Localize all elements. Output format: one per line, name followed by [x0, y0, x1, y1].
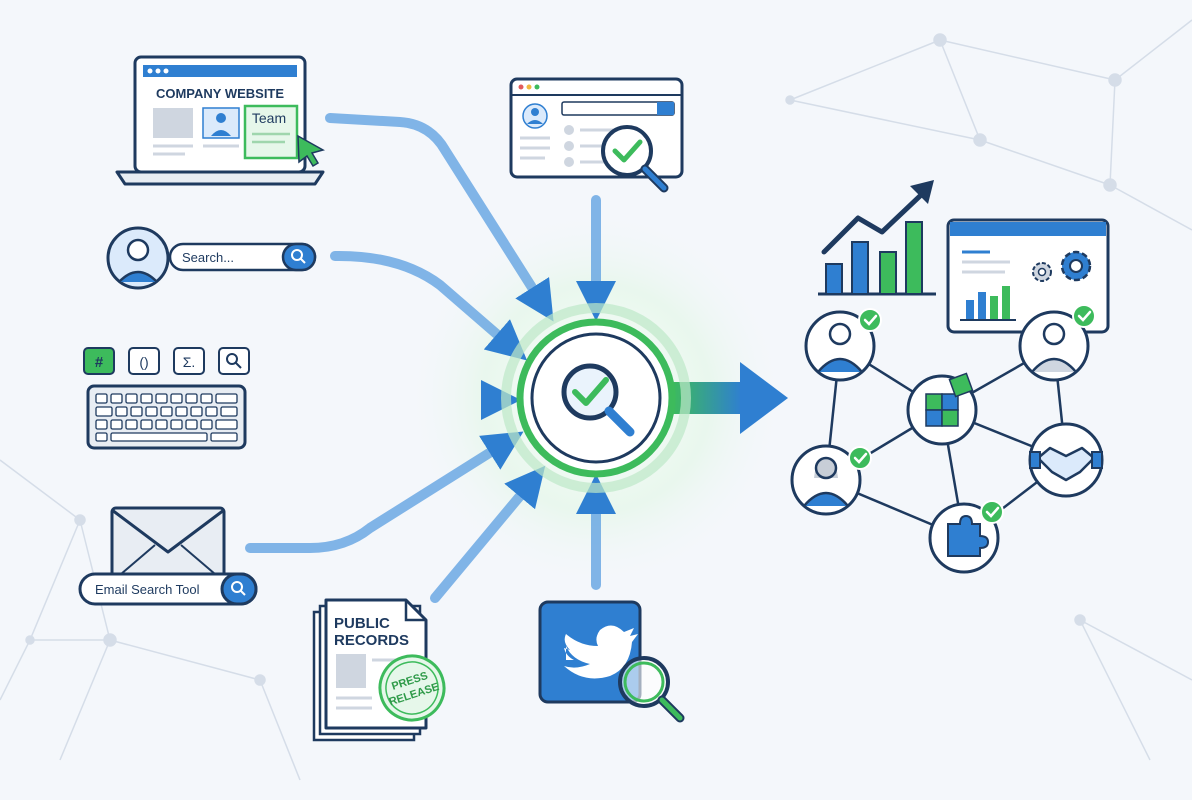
operator-parens	[128, 347, 160, 375]
person-node-3	[790, 444, 862, 516]
operator-sigma	[173, 347, 205, 375]
magnifier-check-icon	[561, 363, 635, 437]
arrow-email	[245, 431, 524, 553]
search-placeholder: Search...	[182, 250, 234, 265]
cursor-icon	[297, 134, 325, 168]
person-node-1	[804, 310, 876, 382]
people-network-icon	[790, 304, 1104, 574]
gear-icon	[1032, 250, 1092, 282]
email-search-button[interactable]	[220, 572, 258, 606]
arrow-search	[330, 250, 528, 361]
growth-chart-icon	[818, 180, 936, 296]
profile-search-icon	[601, 125, 669, 193]
team-tab-label: Team	[252, 110, 286, 126]
check-badge-icon	[848, 446, 872, 470]
records-line2: RECORDS	[334, 632, 409, 649]
email-search-label: Email Search Tool	[95, 582, 200, 597]
public-records-document: PUBLIC RECORDS PRESS RELEASE	[312, 598, 446, 742]
svg-text:(): ()	[139, 354, 148, 370]
central-hub	[501, 303, 691, 493]
person-node-2	[1018, 310, 1090, 382]
team-tab[interactable]	[243, 104, 299, 160]
check-badge-icon	[858, 308, 882, 332]
operator-search-icon	[226, 353, 238, 365]
press-release-stamp: PRESS RELEASE	[378, 654, 446, 722]
website-title: COMPANY WEBSITE	[156, 86, 284, 101]
email-search-tool: Email Search Tool	[78, 506, 258, 606]
operator-hash	[83, 347, 115, 375]
puzzle-icon	[947, 514, 990, 557]
company-website-laptop: COMPANY WEBSITE Team	[115, 55, 325, 186]
svg-text:#: #	[95, 354, 104, 371]
records-line1: PUBLIC	[334, 615, 390, 632]
search-button[interactable]	[281, 242, 317, 272]
arrow-records	[430, 465, 546, 603]
search-operators: # () Σ.	[83, 347, 250, 375]
check-badge-icon	[1072, 304, 1096, 328]
keyboard-icon	[86, 384, 247, 450]
envelope-icon	[110, 506, 226, 584]
twitter-bird-icon	[538, 600, 642, 704]
arrow-website	[325, 113, 554, 322]
profile-search-window	[509, 77, 684, 179]
social-magnifier-icon	[618, 656, 685, 723]
input-arrows	[245, 113, 616, 603]
operator-search	[218, 347, 250, 375]
svg-text:Σ.: Σ.	[183, 354, 196, 370]
check-badge-icon	[980, 500, 1004, 524]
person-search: Search...	[106, 226, 317, 290]
